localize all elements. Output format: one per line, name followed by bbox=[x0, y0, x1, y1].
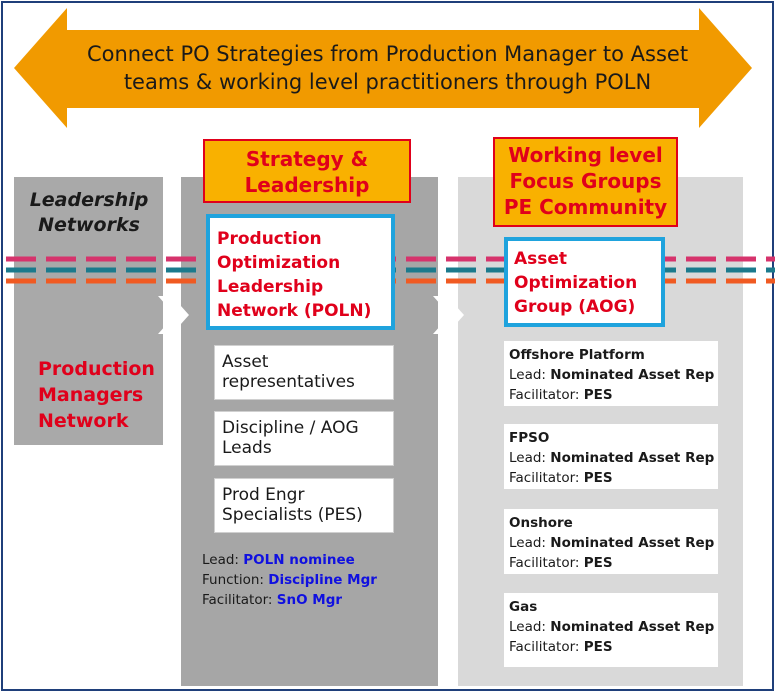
poln-function-row: Function: Discipline Mgr bbox=[202, 570, 377, 590]
role-value: PES bbox=[583, 555, 613, 571]
focus-group-name: Onshore bbox=[509, 515, 573, 531]
member-card: Prod Engr Specialists (PES) bbox=[214, 478, 394, 533]
working-level-line-1: Working level bbox=[508, 143, 663, 167]
focus-group-lead: Lead: Nominated Asset Rep bbox=[509, 448, 718, 468]
banner-text: Connect PO Strategies from Production Ma… bbox=[60, 40, 715, 96]
leadership-networks-label: Leadership Networks bbox=[14, 188, 164, 238]
poln-line-3: Leadership bbox=[217, 277, 324, 297]
focus-group-facilitator: Facilitator: PES bbox=[509, 385, 718, 405]
focus-group-lead: Lead: Nominated Asset Rep bbox=[509, 365, 718, 385]
poln-line-4: Network (POLN) bbox=[217, 301, 372, 321]
poln-facilitator-row: Facilitator: SnO Mgr bbox=[202, 590, 377, 610]
member-card-line-1: Prod Engr bbox=[222, 485, 305, 505]
flow-arrow-left-icon bbox=[158, 296, 189, 334]
banner-line-1: Connect PO Strategies from Production Ma… bbox=[86, 42, 689, 66]
production-managers-network-label: Production Managers Network bbox=[38, 356, 163, 434]
member-card: Discipline / AOG Leads bbox=[214, 411, 394, 466]
role-label: Facilitator: bbox=[202, 592, 273, 608]
member-card-line-1: Discipline / AOG bbox=[222, 418, 359, 438]
role-label: Lead: bbox=[509, 619, 546, 635]
role-value: POLN nominee bbox=[243, 552, 355, 568]
leadership-panel bbox=[14, 177, 163, 445]
focus-group-name: Offshore Platform bbox=[509, 347, 645, 363]
role-value: Nominated Asset Rep bbox=[550, 367, 715, 383]
role-value: Nominated Asset Rep bbox=[550, 450, 715, 466]
pm-network-line-3: Network bbox=[38, 410, 129, 432]
leadership-networks-line-2: Networks bbox=[38, 214, 140, 236]
member-card-line-1: Asset bbox=[222, 352, 269, 372]
poln-lead-row: Lead: POLN nominee bbox=[202, 550, 377, 570]
role-label: Lead: bbox=[509, 535, 546, 551]
role-label: Facilitator: bbox=[509, 555, 580, 571]
aog-line-1: Asset bbox=[514, 249, 568, 269]
role-value: PES bbox=[583, 387, 613, 403]
aog-box: Asset Optimization Group (AOG) bbox=[504, 237, 665, 327]
focus-group-card: Gas Lead: Nominated Asset Rep Facilitato… bbox=[504, 593, 718, 667]
aog-line-3: Group (AOG) bbox=[514, 297, 636, 317]
member-card-line-2: Specialists (PES) bbox=[222, 505, 363, 525]
focus-group-facilitator: Facilitator: PES bbox=[509, 468, 718, 488]
strategy-leadership-line-2: Leadership bbox=[244, 173, 370, 197]
working-level-box: Working level Focus Groups PE Community bbox=[493, 137, 678, 227]
poln-box: Production Optimization Leadership Netwo… bbox=[206, 214, 395, 330]
strategy-leadership-box: Strategy & Leadership bbox=[203, 139, 411, 203]
poln-line-2: Optimization bbox=[217, 253, 341, 273]
focus-group-facilitator: Facilitator: PES bbox=[509, 637, 718, 657]
role-label: Function: bbox=[202, 572, 264, 588]
banner-line-2: teams & working level practitioners thro… bbox=[123, 70, 652, 94]
focus-group-name: Gas bbox=[509, 599, 538, 615]
pm-network-line-1: Production bbox=[38, 358, 155, 380]
focus-group-card: Offshore Platform Lead: Nominated Asset … bbox=[504, 341, 718, 406]
flow-arrow-right-icon bbox=[433, 296, 464, 334]
role-label: Facilitator: bbox=[509, 470, 580, 486]
member-card-line-2: representatives bbox=[222, 372, 355, 392]
working-level-line-3: PE Community bbox=[503, 195, 668, 219]
role-label: Lead: bbox=[202, 552, 239, 568]
member-card: Asset representatives bbox=[214, 345, 394, 400]
role-value: PES bbox=[583, 639, 613, 655]
strategy-leadership-line-1: Strategy & bbox=[245, 147, 369, 171]
role-label: Lead: bbox=[509, 367, 546, 383]
focus-group-name: FPSO bbox=[509, 430, 550, 446]
poln-roles: Lead: POLN nominee Function: Discipline … bbox=[202, 550, 377, 610]
focus-group-facilitator: Facilitator: PES bbox=[509, 553, 718, 573]
role-value: Nominated Asset Rep bbox=[550, 619, 715, 635]
role-value: Nominated Asset Rep bbox=[550, 535, 715, 551]
role-label: Facilitator: bbox=[509, 387, 580, 403]
aog-line-2: Optimization bbox=[514, 273, 638, 293]
focus-group-card: Onshore Lead: Nominated Asset Rep Facili… bbox=[504, 509, 718, 574]
role-label: Lead: bbox=[509, 450, 546, 466]
role-value: SnO Mgr bbox=[276, 592, 343, 608]
focus-group-lead: Lead: Nominated Asset Rep bbox=[509, 533, 718, 553]
focus-group-card: FPSO Lead: Nominated Asset Rep Facilitat… bbox=[504, 424, 718, 489]
role-value: PES bbox=[583, 470, 613, 486]
pm-network-line-2: Managers bbox=[38, 384, 144, 406]
focus-group-lead: Lead: Nominated Asset Rep bbox=[509, 617, 718, 637]
role-value: Discipline Mgr bbox=[268, 572, 377, 588]
banner-double-arrow bbox=[14, 8, 752, 128]
poln-line-1: Production bbox=[217, 229, 322, 249]
working-level-line-2: Focus Groups bbox=[509, 169, 662, 193]
leadership-networks-line-1: Leadership bbox=[29, 189, 149, 211]
member-card-line-2: Leads bbox=[222, 438, 272, 458]
role-label: Facilitator: bbox=[509, 639, 580, 655]
